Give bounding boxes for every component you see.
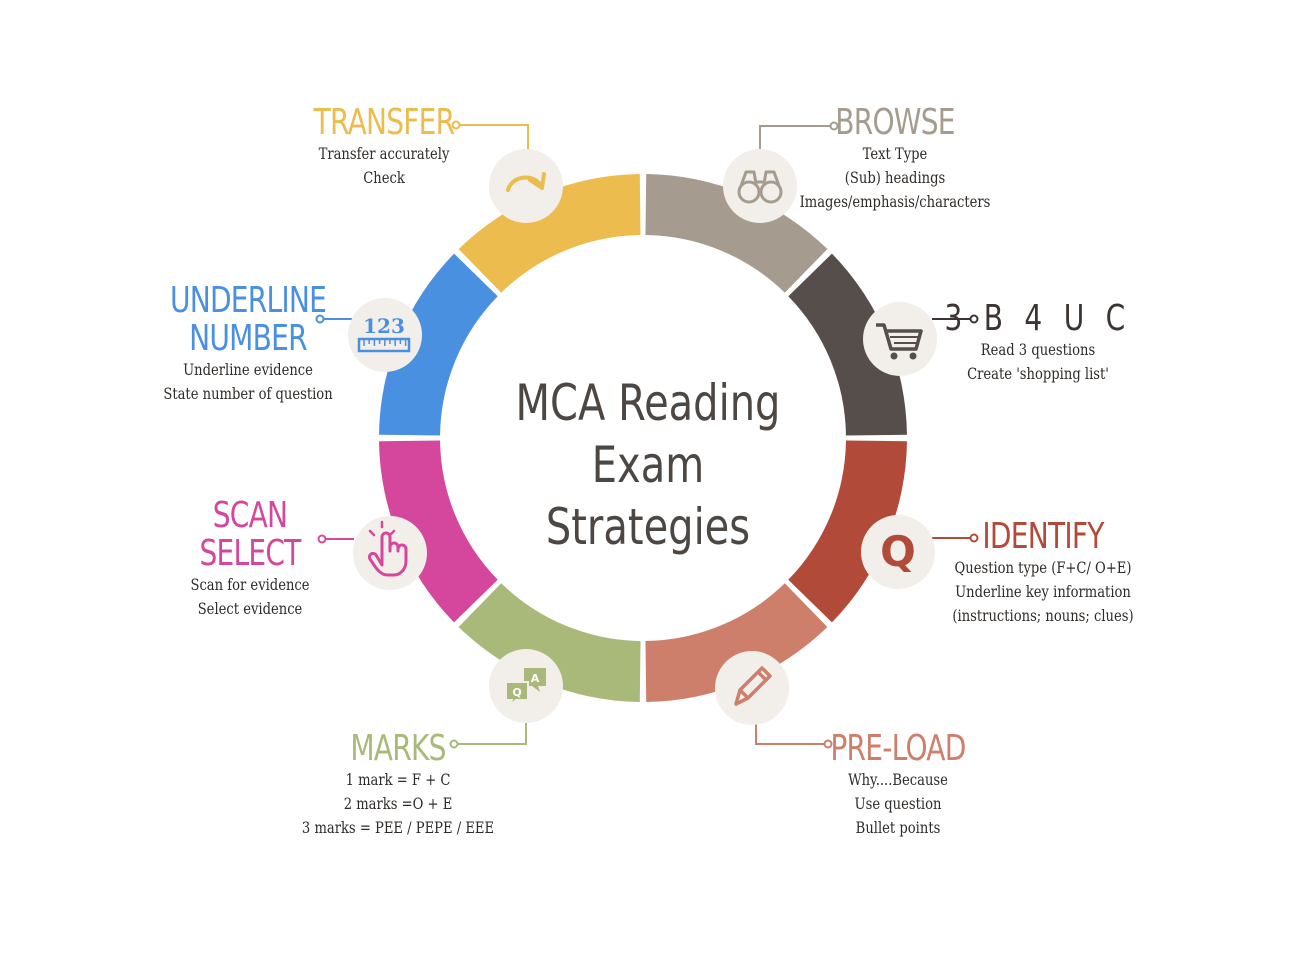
curved-arrow-icon xyxy=(489,149,563,223)
transfer-line: Transfer accurately xyxy=(318,144,450,163)
scan-line: Scan for evidence xyxy=(190,575,310,594)
transfer-heading: TRANSFER xyxy=(313,102,456,143)
wheel-segments xyxy=(379,174,907,702)
segment-browse xyxy=(645,174,828,293)
segment-underline xyxy=(379,253,498,436)
connector-transfer xyxy=(456,124,529,150)
preload-line: Bullet points xyxy=(855,818,941,837)
identify-block: IDENTIFY Question type (F+C/ O+E) Underl… xyxy=(918,518,1168,628)
underline-line: Underline evidence xyxy=(183,360,313,379)
connector-dot-browse xyxy=(829,121,839,131)
segment-3b4uc xyxy=(788,253,907,436)
preload-heading: PRE-LOAD xyxy=(830,728,966,769)
marks-block: MARKS 1 mark = F + C 2 marks =O + E 3 ma… xyxy=(268,730,528,840)
underline-block: UNDERLINE NUMBER Underline evidence Stat… xyxy=(128,282,368,406)
marks-line: 3 marks = PEE / PEPE / EEE xyxy=(301,818,495,837)
preload-block: PRE-LOAD Why....Because Use question Bul… xyxy=(768,730,1028,840)
connector-preload xyxy=(755,720,828,745)
segment-marks xyxy=(458,583,641,702)
letter-q-icon: Q xyxy=(861,515,935,589)
3b4uc-heading: 3 B 4 U C xyxy=(944,298,1132,339)
diagram-title: MCA Reading Exam Strategies xyxy=(504,372,792,558)
connector-dot-scan xyxy=(317,534,327,544)
3b4uc-line: Read 3 questions xyxy=(980,340,1096,359)
number-heading: NUMBER xyxy=(189,318,307,359)
underline-heading: UNDERLINE xyxy=(169,280,327,321)
browse-line: (Sub) headings xyxy=(844,168,946,187)
pencil-icon xyxy=(715,651,789,725)
connector-dot-preload xyxy=(823,739,833,749)
connector-dot-identify xyxy=(969,533,979,543)
segment-scan xyxy=(379,440,498,623)
segment-transfer xyxy=(458,174,641,293)
preload-line: Why....Because xyxy=(848,770,948,789)
connector-dot-marks xyxy=(449,739,459,749)
connector-dot-transfer xyxy=(451,120,461,130)
title-line-1: MCA Reading Exam xyxy=(515,374,781,494)
title-line-2: Strategies xyxy=(545,498,751,556)
browse-block: BROWSE Text Type (Sub) headings Images/e… xyxy=(772,104,1018,214)
binoculars-icon xyxy=(723,149,797,223)
identify-heading: IDENTIFY xyxy=(982,516,1104,557)
underline-line: State number of question xyxy=(163,384,333,403)
browse-line: Text Type xyxy=(862,144,928,163)
browse-line: Images/emphasis/characters xyxy=(799,192,991,211)
preload-line: Use question xyxy=(854,794,942,813)
marks-heading: MARKS xyxy=(350,728,446,769)
svg-text:123: 123 xyxy=(363,314,405,338)
identify-line: Question type (F+C/ O+E) xyxy=(954,558,1132,577)
qa-chat-icon: AQ xyxy=(489,649,563,723)
shopping-cart-icon xyxy=(863,302,937,376)
connector-dot-3b4uc xyxy=(969,314,979,324)
connector-marks xyxy=(454,720,527,745)
transfer-line: Check xyxy=(363,168,405,187)
pointing-hand-icon xyxy=(353,516,427,590)
identify-line: (instructions; nouns; clues) xyxy=(952,606,1134,625)
3b4uc-line: Create 'shopping list' xyxy=(967,364,1109,383)
ruler-123-icon: 123 xyxy=(348,298,422,372)
svg-text:Q: Q xyxy=(880,527,916,576)
segment-preload xyxy=(645,583,828,702)
select-heading: SELECT xyxy=(199,533,301,574)
transfer-block: TRANSFER Transfer accurately Check xyxy=(264,104,504,190)
scan-heading: SCAN xyxy=(212,495,288,536)
marks-line: 1 mark = F + C xyxy=(345,770,451,789)
identify-line: Underline key information xyxy=(955,582,1131,601)
connector-browse xyxy=(759,125,834,150)
segment-identify xyxy=(788,440,907,623)
svg-text:Q: Q xyxy=(512,686,521,699)
scan-block: SCAN SELECT Scan for evidence Select evi… xyxy=(130,497,370,621)
svg-text:A: A xyxy=(531,672,540,685)
3b4uc-block: 3 B 4 U C Read 3 questions Create 'shopp… xyxy=(918,300,1158,386)
connector-lines xyxy=(315,120,979,749)
marks-line: 2 marks =O + E xyxy=(343,794,453,813)
scan-line: Select evidence xyxy=(197,599,303,618)
connector-dot-underline xyxy=(315,314,325,324)
browse-heading: BROWSE xyxy=(835,102,955,143)
